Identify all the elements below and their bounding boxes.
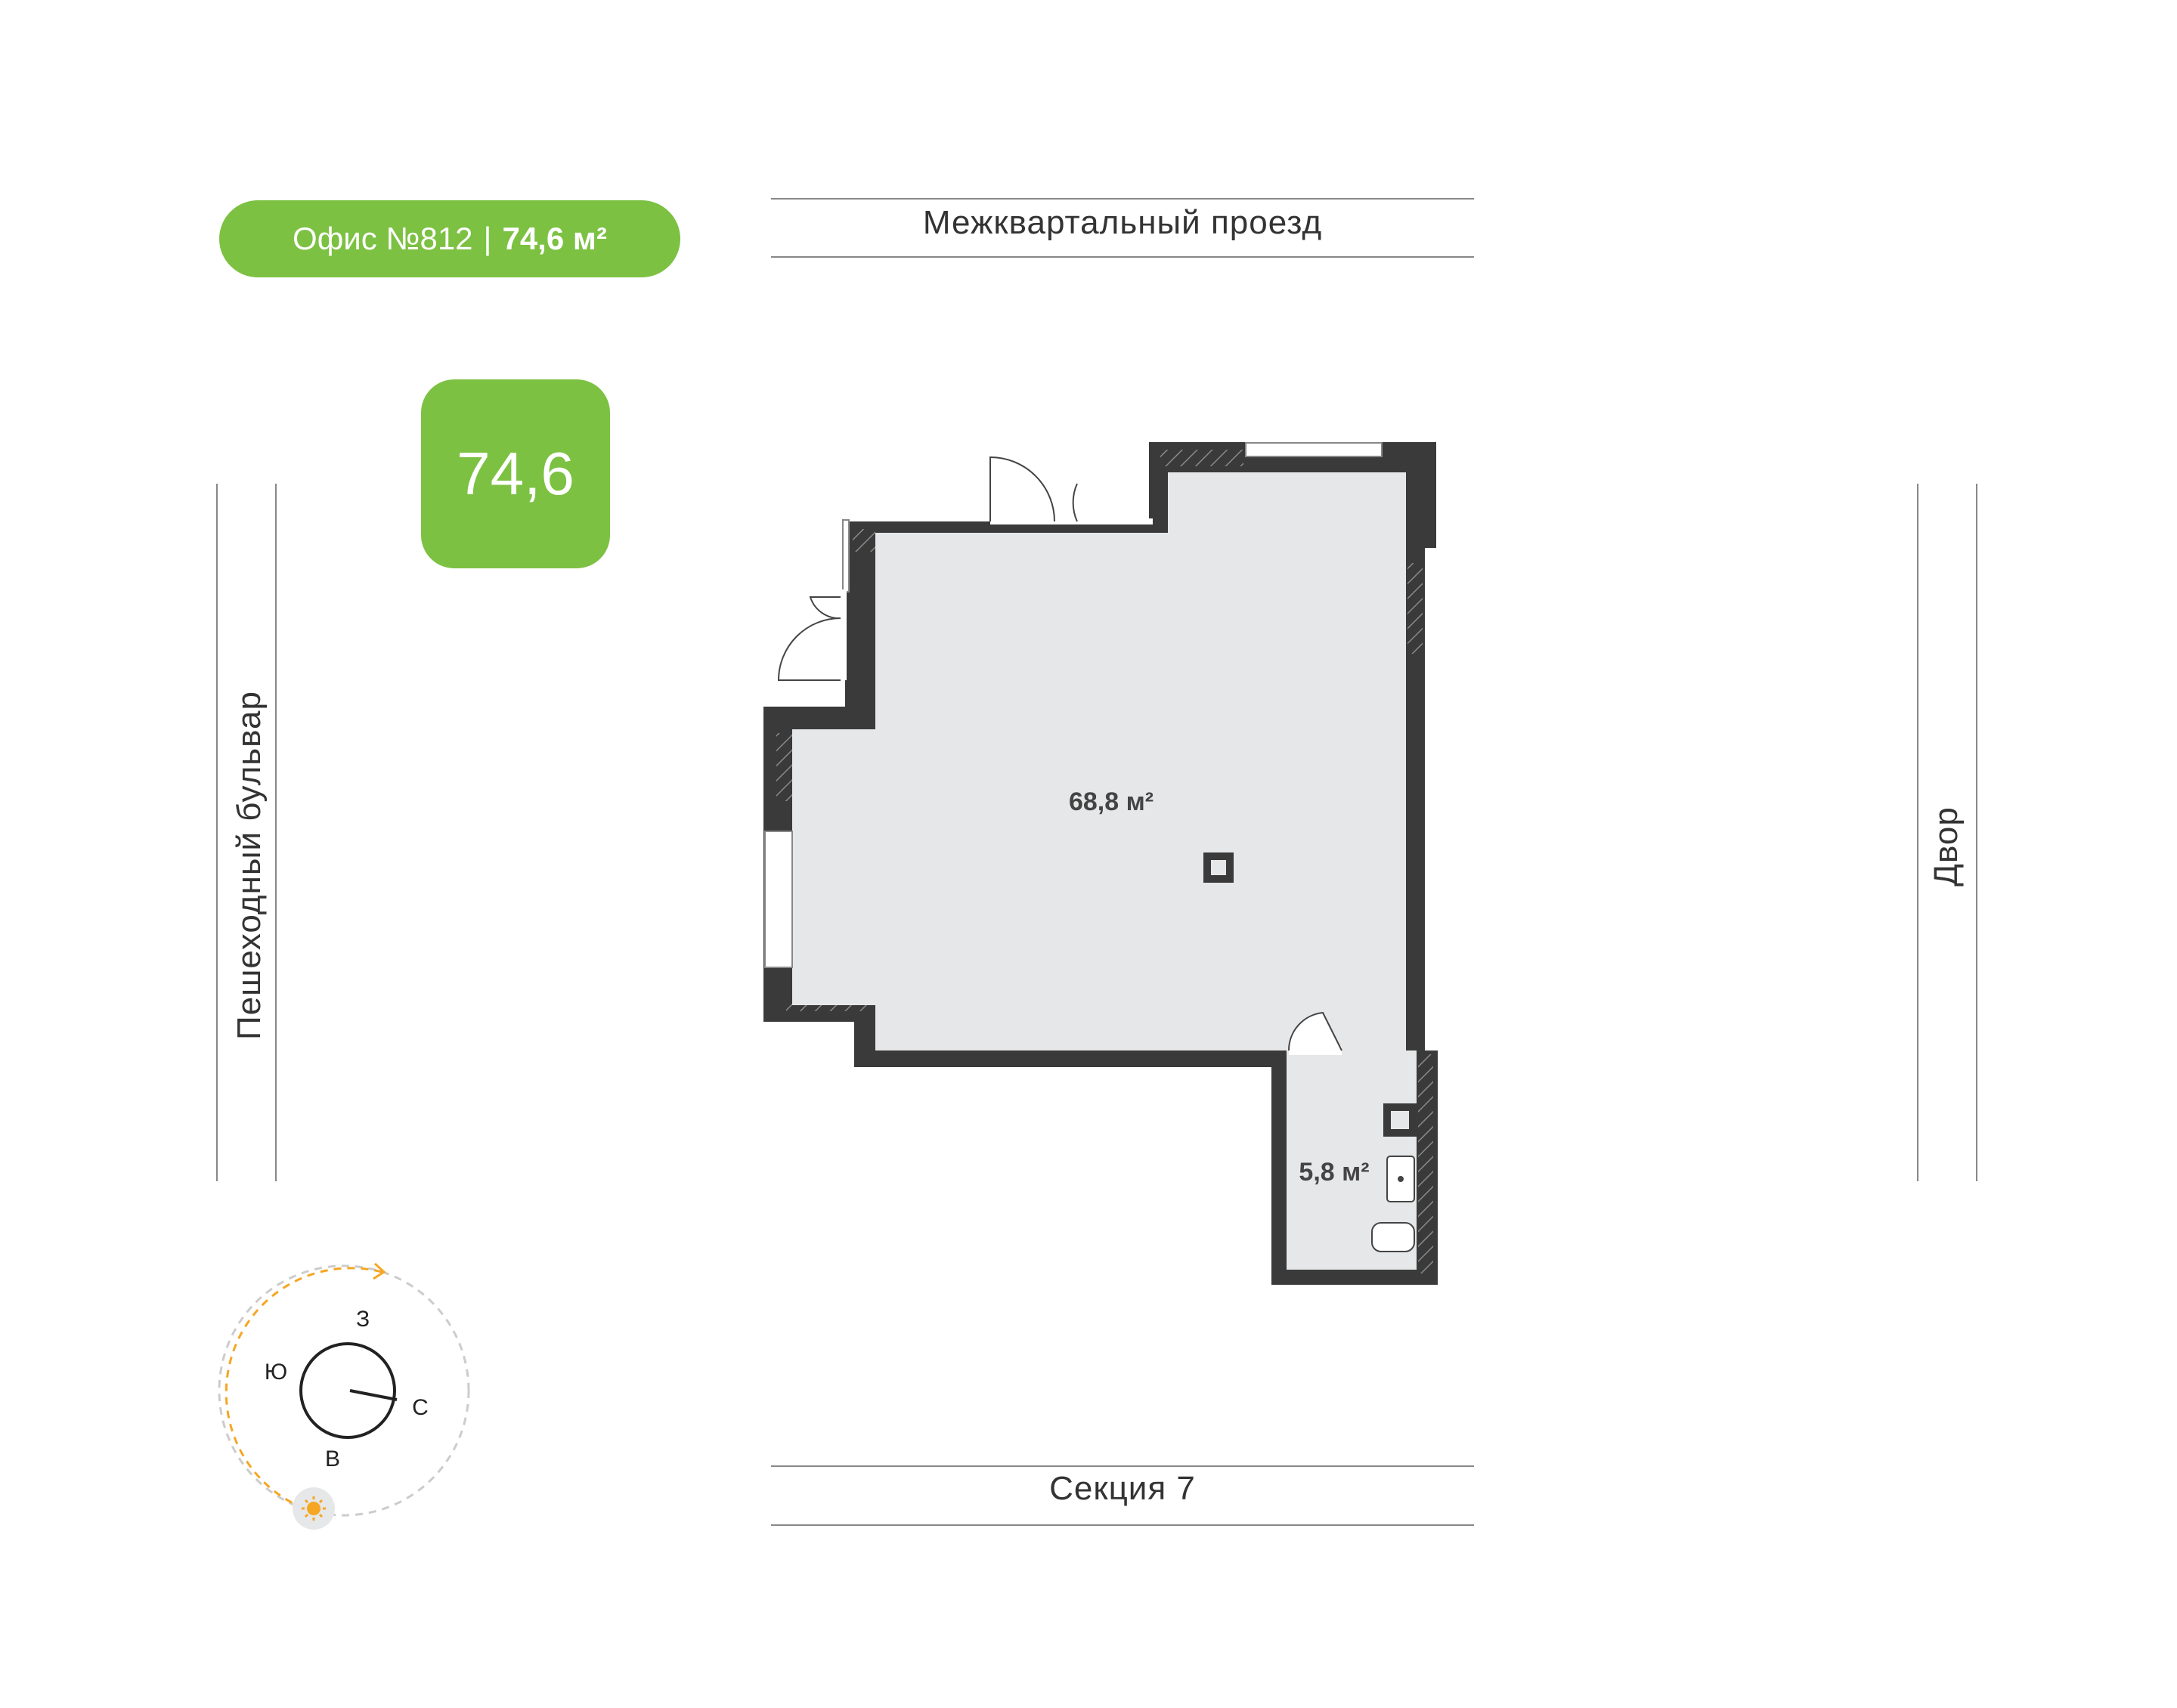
wall-hatch-top [1160,450,1243,466]
compass-label-south: Ю [265,1360,287,1385]
doors [777,456,1342,1055]
compass-label-east: В [325,1447,340,1471]
office-total-area: 74,6 м² [502,221,607,256]
wall-hatch-right [1407,563,1423,654]
office-title-pill: Офис №812 | 74,6 м² [219,200,680,277]
street-label-bottom: Секция 7 [1049,1470,1196,1507]
compass-needle [349,1389,398,1401]
street-lines [216,198,1977,1526]
entrance-door-left-leaf-small [809,596,841,620]
hall-column [1203,852,1234,883]
bathroom-fixtures [1371,1103,1417,1252]
wall-hatch-bathroom [1418,1054,1433,1273]
compass-label-west: З [356,1307,370,1332]
sun-path-arrow [373,1262,386,1280]
window-top-right [1245,442,1383,457]
office-number: Офис №812 [293,221,473,256]
compass-label-north: С [412,1395,429,1420]
room-area-main-hall: 68,8 м² [1069,787,1154,816]
entrance-door-top-gap [990,518,1153,524]
room-area-bathroom: 5,8 м² [1299,1158,1369,1187]
window-top-left [842,519,850,593]
wall-hatch-left [776,733,793,801]
toilet-icon [1371,1222,1415,1252]
street-label-top: Межквартальный проезд [922,204,1323,241]
column-left-top [853,529,875,552]
title-separator: | [483,221,492,256]
windows [764,442,1383,968]
compass-dial [299,1342,396,1439]
bathroom-door-leaf [1287,1011,1342,1051]
floor-areas [792,472,1417,1270]
sun-path-arc [225,1267,382,1512]
sun-path-orbit [218,1264,470,1517]
window-left [764,831,793,968]
compass: З Ю С В [218,1262,470,1530]
area-badge-value: 74,6 [457,440,574,507]
entrance-door-top-leaf-left [989,456,1055,522]
main-hall-floor [792,472,1406,1050]
entrance-door-left-leaf [777,617,841,681]
entrance-door-top-leaf-right [1072,483,1078,522]
area-badge: 74,6 [421,379,610,568]
sun-icon [293,1487,335,1530]
